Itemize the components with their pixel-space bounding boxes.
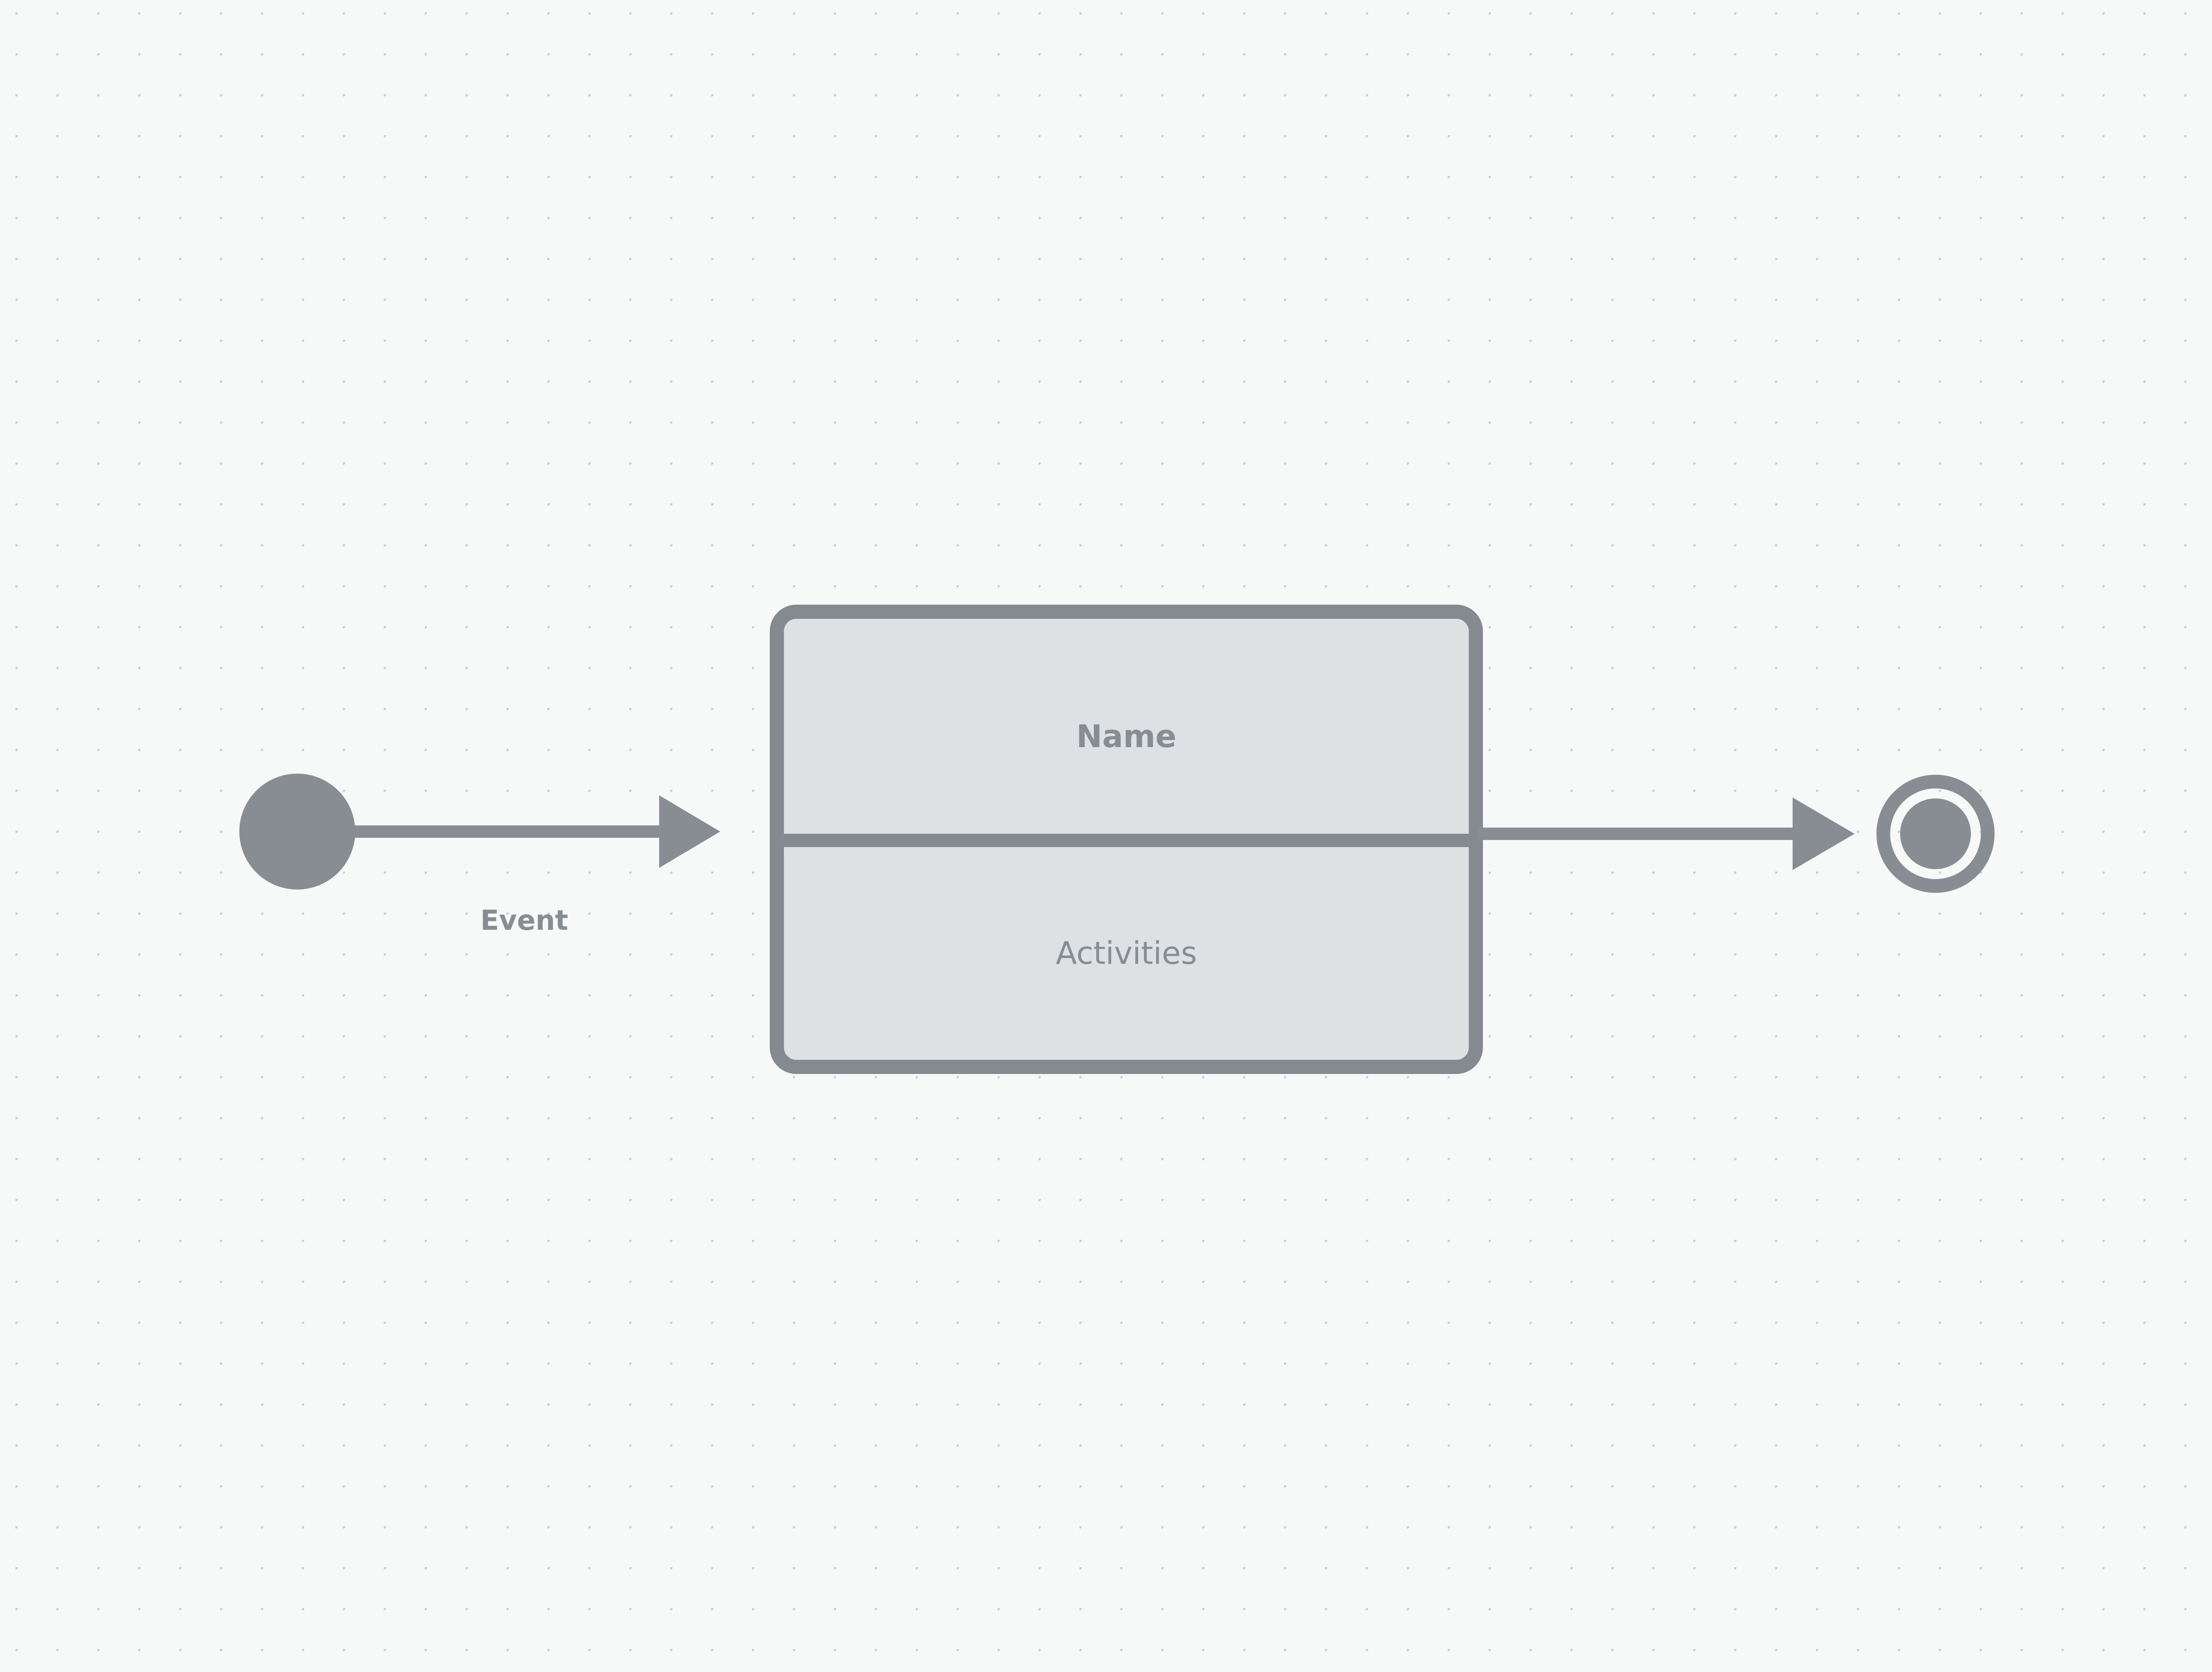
edge-start-to-activity[interactable] xyxy=(349,795,720,868)
activity-node-activities-label: Activities xyxy=(1056,935,1197,971)
activity-node-name-label: Name xyxy=(1076,718,1177,755)
end-event-node[interactable] xyxy=(1876,775,1995,893)
start-event-node[interactable] xyxy=(239,774,355,890)
edge-activity-to-end[interactable] xyxy=(1478,798,1855,870)
end-event-inner-circle-icon xyxy=(1900,798,1971,869)
start-event-circle-icon xyxy=(239,774,355,890)
end-event-outer-ring-icon xyxy=(1876,775,1995,893)
edge-event-label: Event xyxy=(480,904,568,936)
arrowhead-icon xyxy=(659,795,720,868)
activity-node[interactable] xyxy=(770,605,1483,1074)
arrowhead-icon xyxy=(1793,798,1855,870)
